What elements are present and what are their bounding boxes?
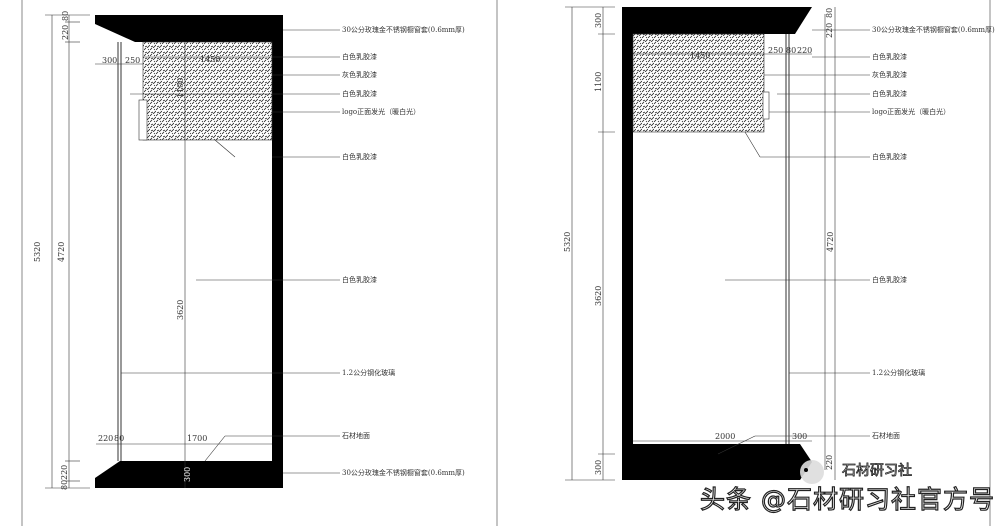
callout-label: logo正面发光（暖白光） <box>342 107 420 116</box>
dim-250: 250 <box>125 56 140 65</box>
callout-label: logo正面发光（暖白光） <box>872 107 950 116</box>
dim-80: 80 <box>786 46 796 55</box>
dim-total: 5320 <box>563 232 572 252</box>
left-elevation: 5320 4720 220 80 300 250 1450 1100 3620 … <box>33 11 465 490</box>
dim-inner: 4720 <box>826 232 835 252</box>
callout-label: 白色乳胶漆 <box>872 275 907 284</box>
dim-1100: 1100 <box>176 78 185 98</box>
watermark: 头条 @石材研习社官方号 <box>699 484 995 514</box>
dim-300: 300 <box>102 56 117 65</box>
dim-2000: 2000 <box>715 432 735 441</box>
callout-label: 1.2公分钢化玻璃 <box>872 368 925 377</box>
dim-3620: 3620 <box>176 300 185 320</box>
watermark-logo-text: 石材研习社 <box>842 463 913 480</box>
callout-label: 白色乳胶漆 <box>342 52 377 61</box>
callout-label: 30公分玫瑰金不锈钢橱窗套(0.6mm厚) <box>342 25 465 34</box>
dim-1700: 1700 <box>187 434 207 443</box>
callout-label: 白色乳胶漆 <box>342 275 377 284</box>
dim-b220: 220 <box>98 434 113 443</box>
dim-top-a: 220 <box>825 23 834 38</box>
dim-bot300: 300 <box>594 460 603 475</box>
dim-b80: 80 <box>114 434 124 443</box>
callout-label: 石材地面 <box>342 431 370 440</box>
dim-b300: 300 <box>183 467 192 482</box>
dim-250: 250 <box>768 46 783 55</box>
callout-label: 30公分玫瑰金不锈钢橱窗套(0.6mm厚) <box>342 468 465 477</box>
dim-1450: 1450 <box>690 51 710 60</box>
dim-3620: 3620 <box>594 286 603 306</box>
logo-box <box>138 99 148 141</box>
watermark-logo-icon <box>800 460 824 484</box>
dim-top-b: 80 <box>61 11 70 21</box>
signboard-hatch <box>632 33 765 133</box>
callout-label: 白色乳胶漆 <box>872 52 907 61</box>
dim-bot-a: 220 <box>60 465 69 480</box>
callout-label: 白色乳胶漆 <box>342 89 377 98</box>
dim-bot-b: 80 <box>60 480 69 490</box>
callout-label: 白色乳胶漆 <box>872 89 907 98</box>
signboard-hatch <box>142 41 273 141</box>
dim-top-b: 80 <box>825 8 834 18</box>
dim-inner: 4720 <box>57 242 66 262</box>
logo-box <box>762 91 770 120</box>
dim-bot220: 220 <box>825 455 834 470</box>
callout-label: 灰色乳胶漆 <box>342 70 377 79</box>
dim-300: 300 <box>792 432 807 441</box>
dim-1100: 1100 <box>594 72 603 92</box>
callout-label: 灰色乳胶漆 <box>872 70 907 79</box>
callout-label: 白色乳胶漆 <box>342 152 377 161</box>
dim-top300: 300 <box>594 13 603 28</box>
dim-top-a: 220 <box>61 25 70 40</box>
dim-1450: 1450 <box>200 55 220 64</box>
callout-label: 石材地面 <box>872 431 900 440</box>
callout-label: 30公分玫瑰金不锈钢橱窗套(0.6mm厚) <box>872 25 995 34</box>
callout-label: 1.2公分钢化玻璃 <box>342 368 395 377</box>
dim-total: 5320 <box>33 242 42 262</box>
right-elevation: 5320 300 1100 3620 300 4720 220 80 1450 … <box>563 6 995 481</box>
callout-label: 白色乳胶漆 <box>872 152 907 161</box>
dim-220: 220 <box>797 46 812 55</box>
